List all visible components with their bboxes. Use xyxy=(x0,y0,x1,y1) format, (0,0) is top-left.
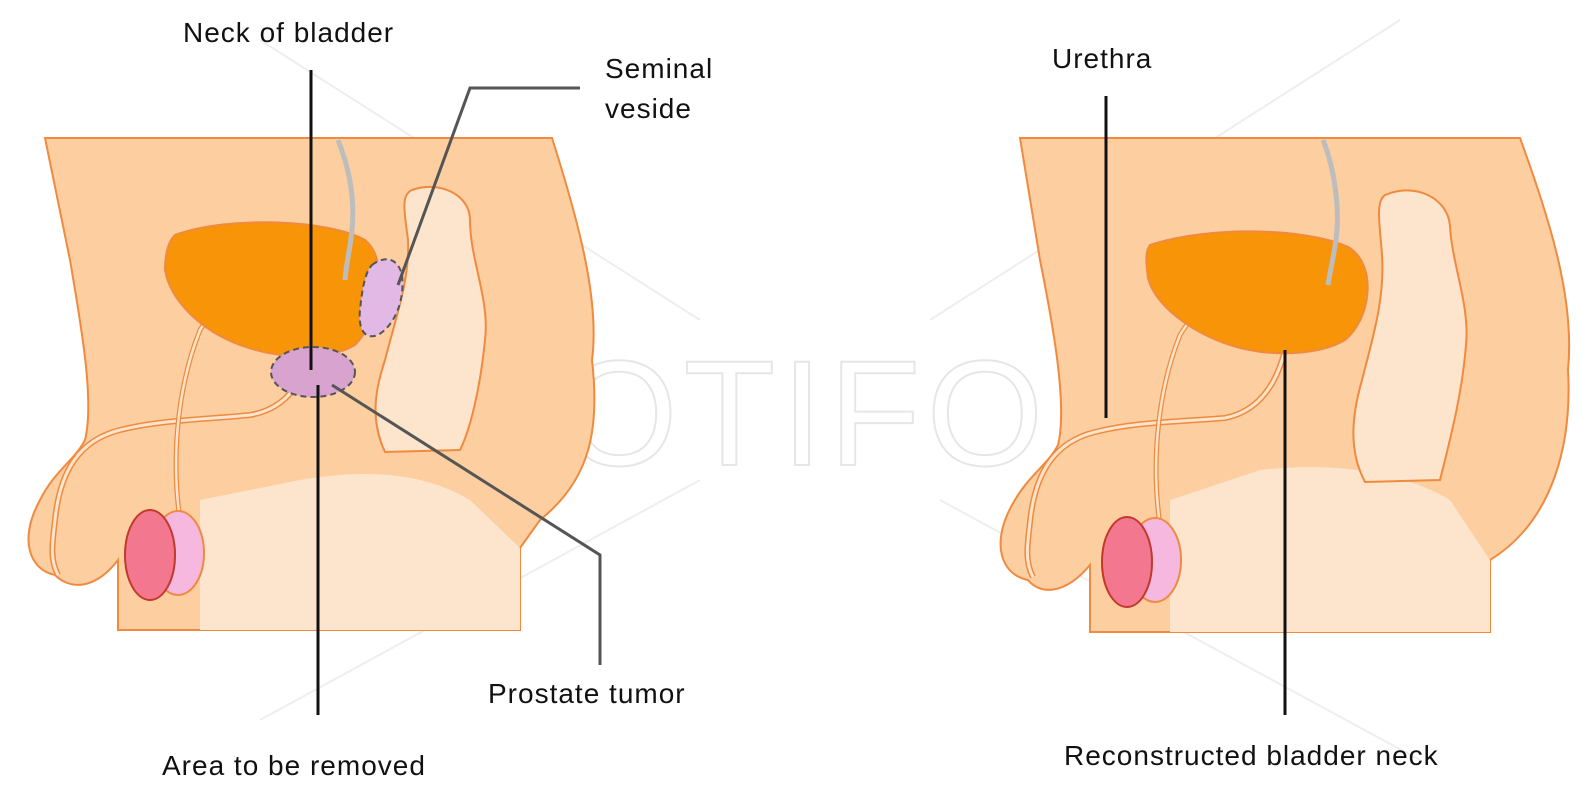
label-seminal-vesicle-line1: Seminal xyxy=(605,53,713,84)
right-testis xyxy=(1102,517,1152,607)
label-reconstructed-bladder-neck: Reconstructed bladder neck xyxy=(1064,740,1439,771)
label-seminal-vesicle-line2: veside xyxy=(605,93,692,124)
left-testis xyxy=(125,510,175,600)
label-area-to-be-removed: Area to be removed xyxy=(162,750,426,781)
left-prostate xyxy=(271,347,355,397)
label-urethra: Urethra xyxy=(1052,43,1152,74)
label-neck-of-bladder: Neck of bladder xyxy=(183,17,394,48)
label-prostate-tumor: Prostate tumor xyxy=(488,678,686,709)
